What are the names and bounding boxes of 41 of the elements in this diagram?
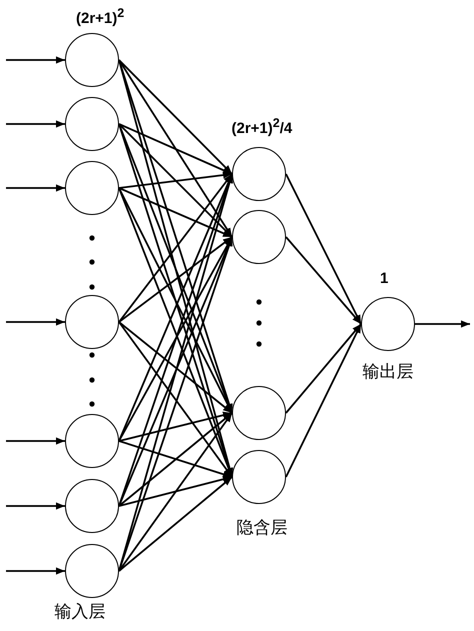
neuron-circle — [232, 450, 286, 504]
arrow — [118, 236, 233, 323]
neuron-circle — [232, 210, 286, 264]
neuron-circle — [65, 479, 119, 533]
arrow — [118, 440, 232, 478]
arrow — [118, 123, 232, 175]
arrow — [6, 184, 65, 192]
arrow — [285, 323, 362, 414]
neuron-circle — [361, 297, 415, 351]
count-label: (2r+1)$^{2}$/4 — [232, 116, 292, 136]
arrow — [6, 437, 65, 445]
layer-label: 输入层 — [54, 604, 106, 620]
neuron-circle — [65, 414, 119, 468]
arrow — [6, 120, 65, 128]
arrow — [118, 187, 232, 238]
arrow — [6, 56, 65, 64]
neuron-circle — [65, 544, 119, 598]
arrow — [118, 60, 233, 238]
arrow — [415, 320, 470, 328]
arrow — [118, 476, 232, 507]
arrow — [285, 324, 362, 478]
neuron-circle — [232, 147, 286, 201]
neuron-circle — [65, 161, 119, 215]
arrow — [118, 321, 233, 414]
neuron-circle — [65, 97, 119, 151]
count-label: (2r+1)$^{2}$ — [76, 6, 124, 26]
arrow — [118, 321, 233, 478]
arrow — [6, 502, 65, 510]
arrow — [118, 412, 232, 442]
count-label: 1 — [380, 270, 388, 286]
neuron-circle — [65, 33, 119, 87]
arrow — [6, 318, 65, 326]
arrow — [285, 174, 362, 324]
arrow — [285, 236, 362, 325]
arrow — [118, 59, 233, 175]
arrow — [6, 567, 65, 575]
arrow — [118, 173, 233, 323]
neuron-circle — [232, 386, 286, 440]
neuron-circle — [65, 295, 119, 349]
arrow — [118, 476, 233, 572]
arrow — [118, 172, 232, 189]
